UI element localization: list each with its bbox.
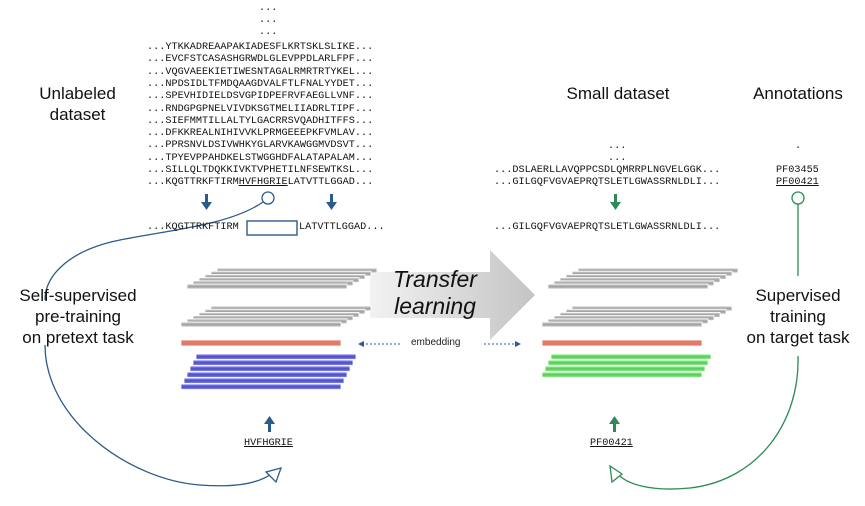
sequence-line: ...DSLAERLLAVQPPCSDLQMRRPLNGVELGGK...	[494, 165, 721, 176]
annotation-dot: .	[795, 141, 802, 152]
hidden-layer	[186, 283, 348, 290]
pretext-target: HVFHGRIE	[244, 438, 293, 449]
small-down-arrow	[610, 194, 621, 210]
masked-sequence-suffix: LATVTTLGGAD...	[299, 222, 385, 233]
sequence-dots: ...	[259, 15, 278, 26]
embedding-layer	[541, 339, 703, 347]
sequence-line: ...SILLQLTDQKKIVKTVPHETILNFSEWTKSL...	[147, 165, 374, 176]
sequence-line: ...RNDGPGPNELVIVDKSGTMELIIADRLTIPF...	[147, 103, 374, 115]
pretrain-head-layer	[180, 383, 342, 390]
annotation-item: PF03455	[776, 165, 819, 176]
sequence-line: ...EVCFSTCASASHGRWDLGLEVPPDLARLFPF...	[147, 54, 374, 66]
embedding-layer	[180, 339, 342, 347]
sequence-prefix: ...KQGTTRKFTIRM	[147, 177, 239, 188]
sequence-dots: ...	[608, 153, 627, 164]
mask-down-arrows	[201, 194, 337, 210]
sequence-line: ...TPYEVPPAHDKELSTWGGHDFALATAPALAM...	[147, 152, 374, 164]
masked-sequence-prefix: ...KQGTTRKFTIRM	[147, 222, 239, 233]
sequence-line: ...DFKKREALNIHIVVKLPRMGEEEPKFVMLAV...	[147, 128, 374, 140]
sequence-line: ...PPRSNVLDSIVWHKYGLARVKAWGGMVDSVT...	[147, 140, 374, 152]
sequence-line: ...SIEFMMTILLALTYLGACRRSVQADHITFFS...	[147, 115, 374, 127]
sequence-suffix: LATVTTLGGAD...	[287, 177, 374, 188]
sequence-line: ...SPEVHIDIELDSVGPIDPEFRVFAEGLLVNF...	[147, 91, 374, 103]
pretrain-head-layer	[195, 353, 357, 360]
annotation-item-highlighted: PF00421	[776, 177, 819, 188]
supervised-head-layer	[550, 353, 712, 360]
highlighted-motif: HVFHGRIE	[238, 177, 288, 188]
sequence-line: ...YTKKADREAAPAKIADESFLKRTSKLSLIKE...	[147, 42, 374, 53]
embedding-arrow	[358, 341, 521, 347]
target-up-arrow	[609, 416, 620, 432]
supervised-loop-head	[609, 464, 624, 484]
sequence-line: ...GILGQFVGVAEPRQTSLETLGWASSRNLDLI...	[494, 177, 721, 188]
pretrain-loop	[44, 191, 275, 487]
transfer-learning-label: Transfer learning	[393, 266, 477, 319]
hidden-layer	[547, 283, 709, 290]
embedding-label: embedding	[411, 337, 461, 348]
supervised-head-layer	[547, 359, 709, 366]
sequence-line: ...VQGVAEEKIETIWESNTAGALRMRTRTYKEL...	[147, 66, 374, 78]
target-label: PF00421	[590, 438, 633, 449]
sequence-line-highlighted: ...KQGTTRKFTIRMHVFHGRIELATVTTLGGAD...	[147, 177, 373, 189]
mask-box	[246, 220, 298, 236]
supervised-loop	[615, 191, 805, 490]
pretrain-network	[180, 267, 378, 390]
hidden-layer	[180, 321, 342, 328]
supervised-head-layer	[541, 371, 703, 378]
pretext-up-arrow	[264, 416, 275, 432]
supervised-label: Supervised training on target task	[746, 286, 850, 347]
pretrain-loop-head	[264, 467, 283, 484]
sequence-dots: ...	[608, 141, 627, 152]
pretrain-head-layer	[189, 365, 351, 372]
supervised-head-layer	[544, 365, 706, 372]
self-supervised-label: Self-supervised pre-training on pretext …	[19, 286, 137, 347]
sequence-dots: ...	[259, 3, 278, 14]
finetune-network	[541, 267, 739, 378]
small-dataset-title: Small dataset	[566, 84, 670, 103]
pretrain-head-layer	[192, 359, 354, 366]
pretrain-head-layer	[186, 371, 348, 378]
hidden-layer	[541, 321, 703, 328]
unlabeled-dataset-title: Unlabeled dataset	[39, 84, 116, 124]
sequence-line: ...NPDSIDLTFMDQAAGDVALFTLFNALYYDET...	[147, 78, 374, 90]
annotations-title: Annotations	[753, 84, 843, 103]
input-sequence: ...GILGQFVGVAEPRQTSLETLGWASSRNLDLI...	[494, 222, 721, 233]
sequence-dots: ...	[259, 27, 278, 38]
pretrain-head-layer	[183, 377, 345, 384]
transfer-arrow	[370, 250, 535, 340]
